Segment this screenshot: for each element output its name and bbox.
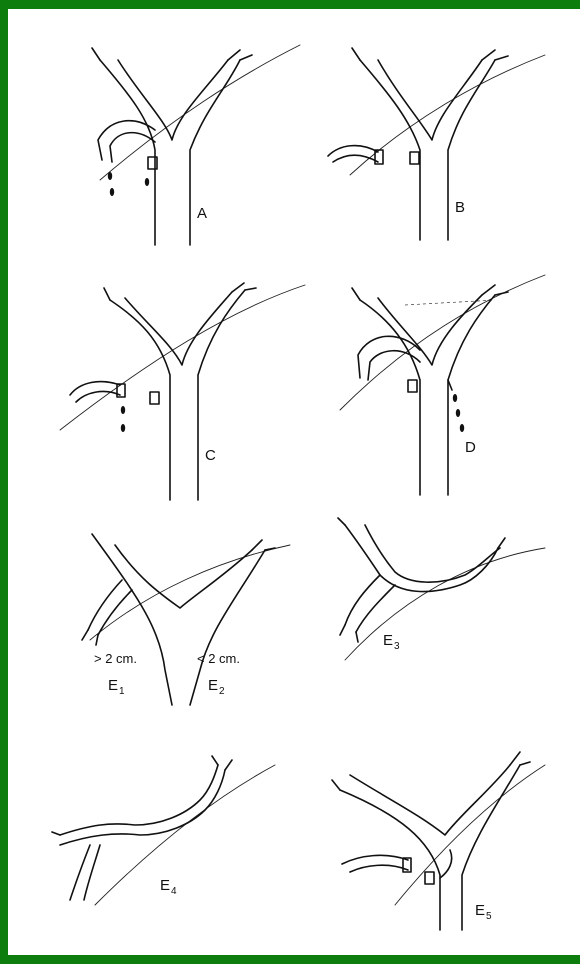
sap-drop [120,424,126,432]
panel-e5: E 5 [331,751,546,931]
cut-branch-upper [97,119,156,161]
note-right: < 2 cm. [197,651,240,666]
stub [409,151,420,165]
trunk-right-edge [197,289,246,501]
fork-inner [349,764,511,836]
twig-tips [351,47,509,61]
cut-end [374,149,384,165]
side-branch [87,579,133,636]
cut-branch [341,854,409,873]
trunk-left-edge [339,789,441,931]
trunk-right-edge [189,59,241,246]
twig-tips [91,533,276,551]
trunk-left-edge [99,59,156,246]
branch-upper [357,335,421,379]
sap-drop [452,394,458,402]
branch-upper [59,764,219,836]
label-e2-sub: 2 [219,686,225,697]
sap-drop [107,172,113,180]
trunk-left-edge [99,544,173,706]
trunk-left-edge [109,299,171,501]
branch-lower [367,349,421,381]
label-e3: E [383,632,393,649]
cut-branch-lower [75,390,121,403]
fork-inner [377,59,483,141]
cut-branch-upper [327,144,379,157]
twig-tips [91,47,253,61]
label-c: C [205,447,216,464]
branch-upper [344,524,499,593]
stub [407,379,418,393]
label-e5-sub: 5 [486,911,492,922]
background-line [394,764,546,906]
twig-tips [331,751,531,791]
label-e4-sub: 4 [171,886,177,897]
fork-inner [114,544,253,609]
trunk-right-edge [189,549,266,706]
cut-end [402,857,412,873]
twig-tips [351,284,509,301]
sap-drop [144,178,150,186]
panel-e1-e2: > 2 cm. < 2 cm. E 1 E 2 [81,533,291,706]
sap-drop [120,406,126,414]
label-d: D [465,439,476,456]
stub [149,391,160,405]
label-e5: E [475,902,485,919]
panel-c: C [59,282,306,501]
stub [147,156,158,170]
twig-tips [337,517,506,549]
background-line [344,547,546,661]
cut-branch-upper [69,380,121,396]
side-twig [81,629,99,646]
sap-drop [109,188,115,196]
cut-notch [447,379,453,391]
fork-inner [377,294,483,366]
trunk-right-edge [447,59,496,241]
cut-end [116,383,126,398]
trunk-left-edge [359,59,421,241]
side-branch [344,574,396,633]
cut-branch-lower [109,131,156,163]
twig-tips [51,755,233,836]
twig-tips [103,282,257,301]
label-e1-sub: 1 [119,686,125,697]
branch-lower [364,524,501,583]
sap-drop [455,409,461,417]
trunk-left-edge [359,299,421,496]
panel-b: B [327,47,546,241]
fork-inner [117,59,229,141]
label-e1: E [108,677,118,694]
label-a: A [197,205,207,222]
sap-drop [459,424,465,432]
background-line [99,44,301,181]
background-line [94,764,276,906]
cut-branch-lower [332,154,379,163]
side-twig [339,624,359,643]
trunk-right-edge [447,294,496,496]
label-b: B [455,199,465,216]
cut-notch [439,849,453,879]
fork-inner [124,291,233,366]
label-e4: E [160,877,170,894]
trunk-right-edge [461,764,521,931]
panel-a: A [91,44,301,246]
stub [424,871,435,885]
background-line [59,284,306,431]
background-line [349,54,546,176]
label-e2: E [208,677,218,694]
label-e3-sub: 3 [394,641,400,652]
note-left: > 2 cm. [94,651,137,666]
panel-e3: E 3 [337,517,546,661]
background-line [339,274,546,411]
side-branch [69,844,101,901]
branch-lower [59,769,226,846]
panel-e4: E 4 [51,755,276,906]
panel-d: D [339,274,546,496]
